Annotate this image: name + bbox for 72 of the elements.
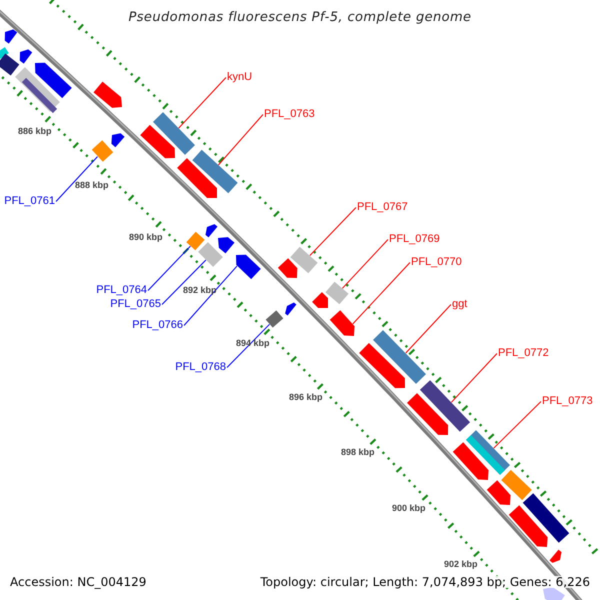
gene-feature <box>186 232 205 250</box>
tick-label: 886 kbp <box>18 127 52 136</box>
gene-feature <box>0 47 9 61</box>
gene-label: ggt <box>452 299 468 310</box>
leader-line <box>148 246 191 291</box>
gene-label: kynU <box>227 72 252 83</box>
map-title: Pseudomonas fluorescens Pf-5, complete genome <box>128 10 472 25</box>
genome-summary-text: Topology: circular; Length: 7,074,893 bp; Genes: 6,226 <box>260 576 590 588</box>
gene-label: PFL_0768 <box>175 362 226 373</box>
gene-label: PFL_0764 <box>96 285 147 296</box>
gene-feature <box>20 49 32 64</box>
gene-label: PFL_0773 <box>542 396 593 407</box>
gene-feature <box>501 470 532 500</box>
gene-label: PFL_0761 <box>4 196 55 207</box>
gene-feature <box>4 29 18 44</box>
gene-feature <box>236 254 261 280</box>
gene-feature <box>508 505 548 547</box>
gene-feature <box>285 302 296 316</box>
gene-feature <box>35 62 72 98</box>
gene-feature <box>0 54 20 76</box>
leader-line <box>493 401 542 449</box>
tick-label: 890 kbp <box>129 233 163 242</box>
gene-feature <box>420 380 470 432</box>
gene-feature <box>312 292 328 308</box>
gene-feature <box>486 480 510 505</box>
gene-feature <box>177 158 217 198</box>
gene-feature <box>522 493 570 543</box>
gene-feature <box>192 150 238 194</box>
gene-feature <box>92 140 114 162</box>
gene-label: PFL_0772 <box>498 348 549 359</box>
gene-feature <box>140 124 175 158</box>
tick-label: 888 kbp <box>75 181 109 190</box>
gene-feature <box>206 224 218 238</box>
gene-feature <box>452 442 488 480</box>
gene-label: PFL_0766 <box>132 320 183 331</box>
leader-line <box>178 77 226 129</box>
leader-line <box>162 260 206 305</box>
leader-line <box>56 156 98 202</box>
tick-label: 898 kbp <box>341 448 375 457</box>
gene-label: PFL_0763 <box>264 109 315 120</box>
tick-label: 896 kbp <box>289 393 323 402</box>
leader-line <box>342 239 388 289</box>
gene-label: PFL_0770 <box>411 257 462 268</box>
gene-label: PFL_0767 <box>357 202 408 213</box>
gene-feature <box>407 393 448 435</box>
gene-feature <box>373 330 426 384</box>
tick-label: 902 kbp <box>444 560 478 569</box>
accession-text: Accession: NC_004129 <box>10 576 146 588</box>
gene-feature <box>290 246 318 274</box>
tick-label: 894 kbp <box>236 339 270 348</box>
gene-feature <box>325 282 349 304</box>
leader-line <box>405 304 452 354</box>
leader-line <box>184 266 238 326</box>
gene-feature <box>550 550 562 563</box>
tick-label: 900 kbp <box>392 504 426 513</box>
gene-feature <box>153 112 195 155</box>
leader-line <box>352 262 410 324</box>
gene-label: PFL_0769 <box>389 234 440 245</box>
gene-feature <box>198 242 223 267</box>
gene-feature <box>359 343 405 388</box>
gene-feature <box>111 133 125 148</box>
gene-feature <box>94 82 122 108</box>
gene-feature <box>218 237 234 254</box>
leader-line <box>450 353 498 403</box>
leader-line <box>309 207 356 256</box>
leader-line <box>218 114 264 166</box>
tick-label: 892 kbp <box>183 286 217 295</box>
gene-feature <box>15 67 60 114</box>
gene-feature <box>330 310 354 336</box>
gene-feature <box>278 258 298 278</box>
gene-feature <box>266 310 284 328</box>
gene-label: PFL_0765 <box>110 299 161 310</box>
